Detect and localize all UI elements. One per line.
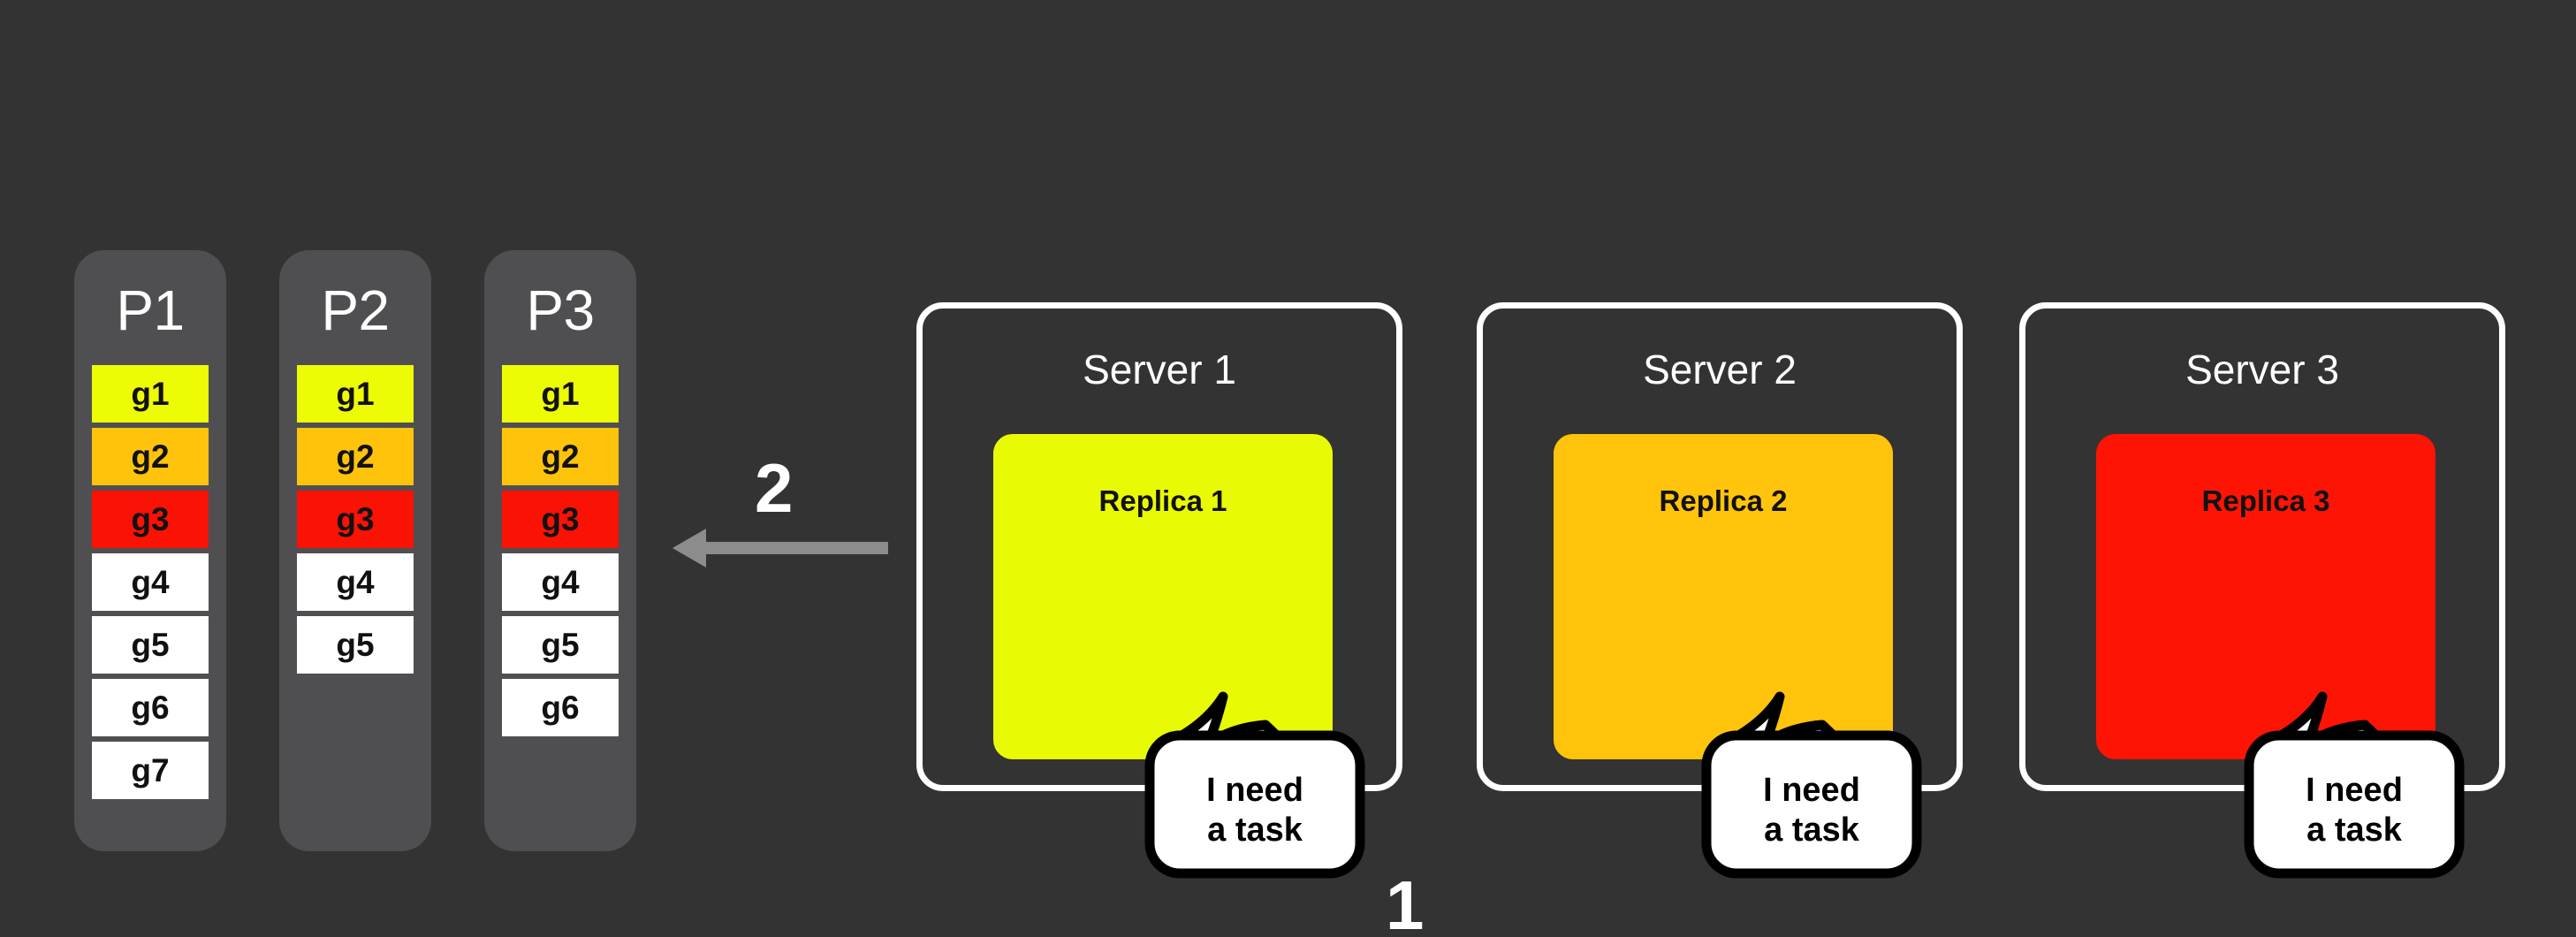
bubble-text-3: I need a task xyxy=(2306,772,2403,849)
partition-slot[interactable]: g3 xyxy=(297,491,414,548)
slot-label: g3 xyxy=(336,501,375,537)
replica-box-3[interactable] xyxy=(2096,434,2435,759)
slot-label: g5 xyxy=(336,627,375,663)
partition-p2: P2 g1 g2 g3 g4 g5 xyxy=(279,250,431,851)
slot-label: g2 xyxy=(336,438,375,475)
slot-label: g3 xyxy=(541,501,580,537)
partition-slot[interactable]: g5 xyxy=(297,616,414,674)
bubble-text-2: I need a task xyxy=(1763,772,1860,849)
slot-label: g6 xyxy=(541,689,580,726)
speech-bubble-shape xyxy=(1701,691,1922,879)
step-2-label: 2 xyxy=(755,449,794,527)
replica-label-2: Replica 2 xyxy=(1659,484,1788,517)
slot-stack: g1 g2 g3 g4 g5 g6 xyxy=(484,365,636,736)
partition-p1: P1 g1 g2 g3 g4 g5 g6 g7 xyxy=(74,250,226,851)
slot-label: g7 xyxy=(131,752,170,788)
replica-box-1[interactable] xyxy=(993,434,1333,759)
partition-slot[interactable]: g1 xyxy=(92,365,209,423)
slot-label: g2 xyxy=(131,438,170,475)
partition-slot[interactable]: g2 xyxy=(502,428,619,485)
partition-slot[interactable]: g4 xyxy=(502,553,619,611)
partition-slot[interactable]: g2 xyxy=(297,428,414,485)
speech-bubble-shape xyxy=(1144,691,1365,879)
partition-slot[interactable]: g4 xyxy=(92,553,209,611)
partition-title: P1 xyxy=(116,278,185,342)
speech-bubble-1: I need a task xyxy=(1131,681,1379,928)
slot-label: g1 xyxy=(336,376,375,412)
partition-title: P3 xyxy=(526,278,595,342)
partition-slot[interactable]: g1 xyxy=(297,365,414,423)
replica-label-1: Replica 1 xyxy=(1098,484,1227,517)
partition-slot[interactable]: g4 xyxy=(297,553,414,611)
partition-slot[interactable]: g5 xyxy=(92,616,209,674)
partition-p3: P3 g1 g2 g3 g4 g5 g6 xyxy=(484,250,636,851)
partition-slot[interactable]: g6 xyxy=(502,679,619,736)
slot-stack: g1 g2 g3 g4 g5 g6 g7 xyxy=(74,365,226,799)
partition-slot[interactable]: g3 xyxy=(92,491,209,548)
slot-label: g6 xyxy=(131,689,170,726)
slot-label: g2 xyxy=(541,438,580,475)
slot-label: g4 xyxy=(336,564,375,600)
partition-slot[interactable]: g2 xyxy=(92,428,209,485)
flow-arrow-left xyxy=(667,522,888,575)
bubble-text-1: I need a task xyxy=(1206,772,1303,849)
slot-label: g5 xyxy=(131,627,170,663)
slot-label: g1 xyxy=(131,376,170,412)
speech-bubble-3: I need a task xyxy=(2230,681,2478,928)
slot-label: g4 xyxy=(541,564,580,600)
partition-title: P2 xyxy=(321,278,390,342)
slot-label: g5 xyxy=(541,627,580,663)
server-title-2: Server 2 xyxy=(1643,347,1797,392)
partition-slot[interactable]: g7 xyxy=(92,742,209,799)
speech-bubble-2: I need a task xyxy=(1688,681,1935,928)
partition-slot[interactable]: g5 xyxy=(502,616,619,674)
partition-slot[interactable]: g6 xyxy=(92,679,209,736)
replica-label-3: Replica 3 xyxy=(2201,484,2330,517)
step-1-label: 1 xyxy=(1386,866,1425,937)
slot-label: g1 xyxy=(541,376,580,412)
slot-stack: g1 g2 g3 g4 g5 xyxy=(279,365,431,674)
server-title-1: Server 1 xyxy=(1083,347,1236,392)
slot-label: g4 xyxy=(131,564,170,600)
server-title-3: Server 3 xyxy=(2185,347,2339,392)
partition-slot[interactable]: g3 xyxy=(502,491,619,548)
partition-slot[interactable]: g1 xyxy=(502,365,619,423)
slot-label: g3 xyxy=(131,501,170,537)
replica-box-2[interactable] xyxy=(1554,434,1893,759)
arrow-icon xyxy=(672,529,888,568)
speech-bubble-shape xyxy=(2244,691,2465,879)
